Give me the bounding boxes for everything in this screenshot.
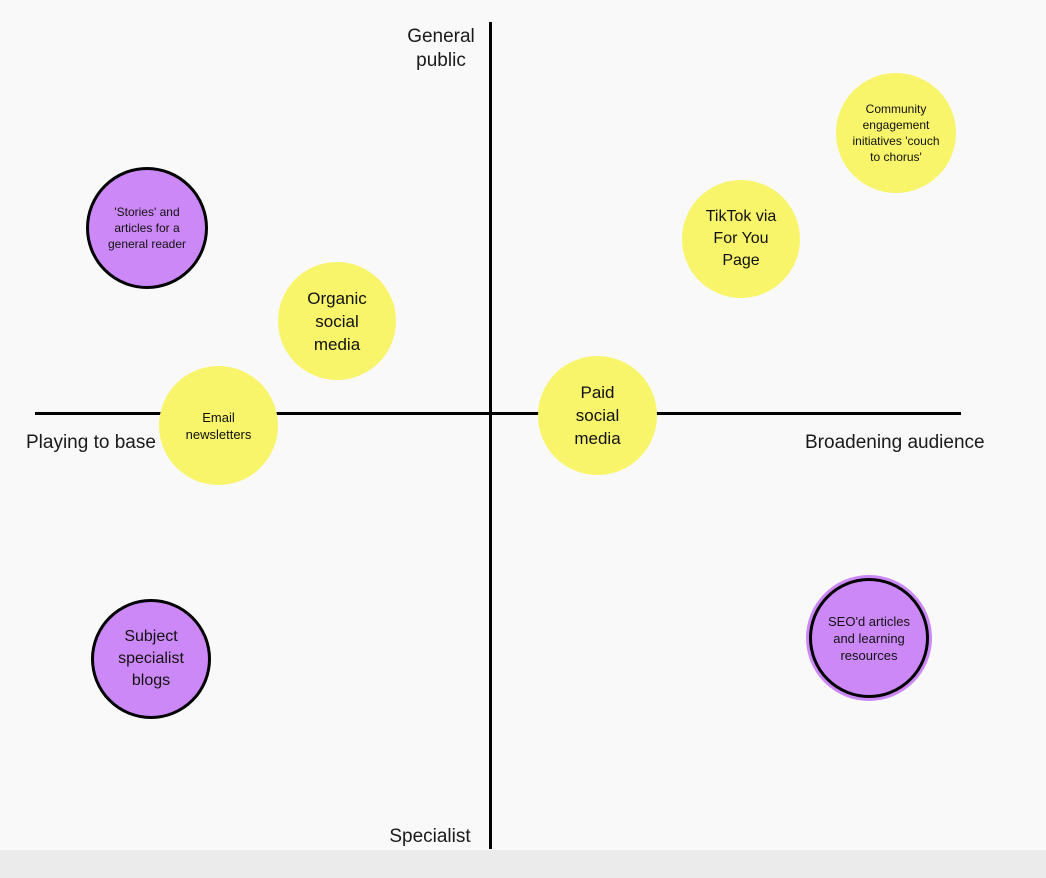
bubble-label: Paid social media	[574, 383, 621, 448]
bubble-label: SEO'd articles and learning resources	[828, 613, 910, 663]
axis-label-top: General public	[407, 26, 475, 71]
bubble-email-newsletters[interactable]: Email newsletters	[159, 366, 278, 485]
axis-label-bottom: Specialist	[389, 826, 471, 847]
axis-label-right: Broadening audience	[805, 432, 985, 453]
bubble-label: 'Stories' and articles for a general rea…	[107, 205, 187, 251]
bubble-label: Subject specialist blogs	[118, 628, 184, 689]
bubble-label: TikTok via For You Page	[705, 208, 777, 269]
axis-label-left: Playing to base	[26, 432, 156, 453]
bubble-label: Community engagement initiatives 'couch …	[852, 102, 940, 164]
bubble-community-engagement[interactable]: Community engagement initiatives 'couch …	[836, 73, 956, 193]
bubble-label: Email newsletters	[185, 409, 252, 442]
vertical-axis	[489, 22, 492, 849]
bubble-organic-social-media[interactable]: Organic social media	[278, 262, 396, 380]
bubble-paid-social-media[interactable]: Paid social media	[538, 356, 657, 475]
bubble-seo-articles[interactable]: SEO'd articles and learning resources	[809, 578, 929, 698]
bubble-label: Organic social media	[307, 288, 367, 354]
bubble-tiktok[interactable]: TikTok via For You Page	[682, 180, 800, 298]
bubble-subject-specialist-blogs[interactable]: Subject specialist blogs	[91, 599, 211, 719]
bubble-stories-articles[interactable]: 'Stories' and articles for a general rea…	[86, 167, 208, 289]
bottom-bar	[0, 850, 1046, 878]
horizontal-axis	[35, 412, 961, 415]
